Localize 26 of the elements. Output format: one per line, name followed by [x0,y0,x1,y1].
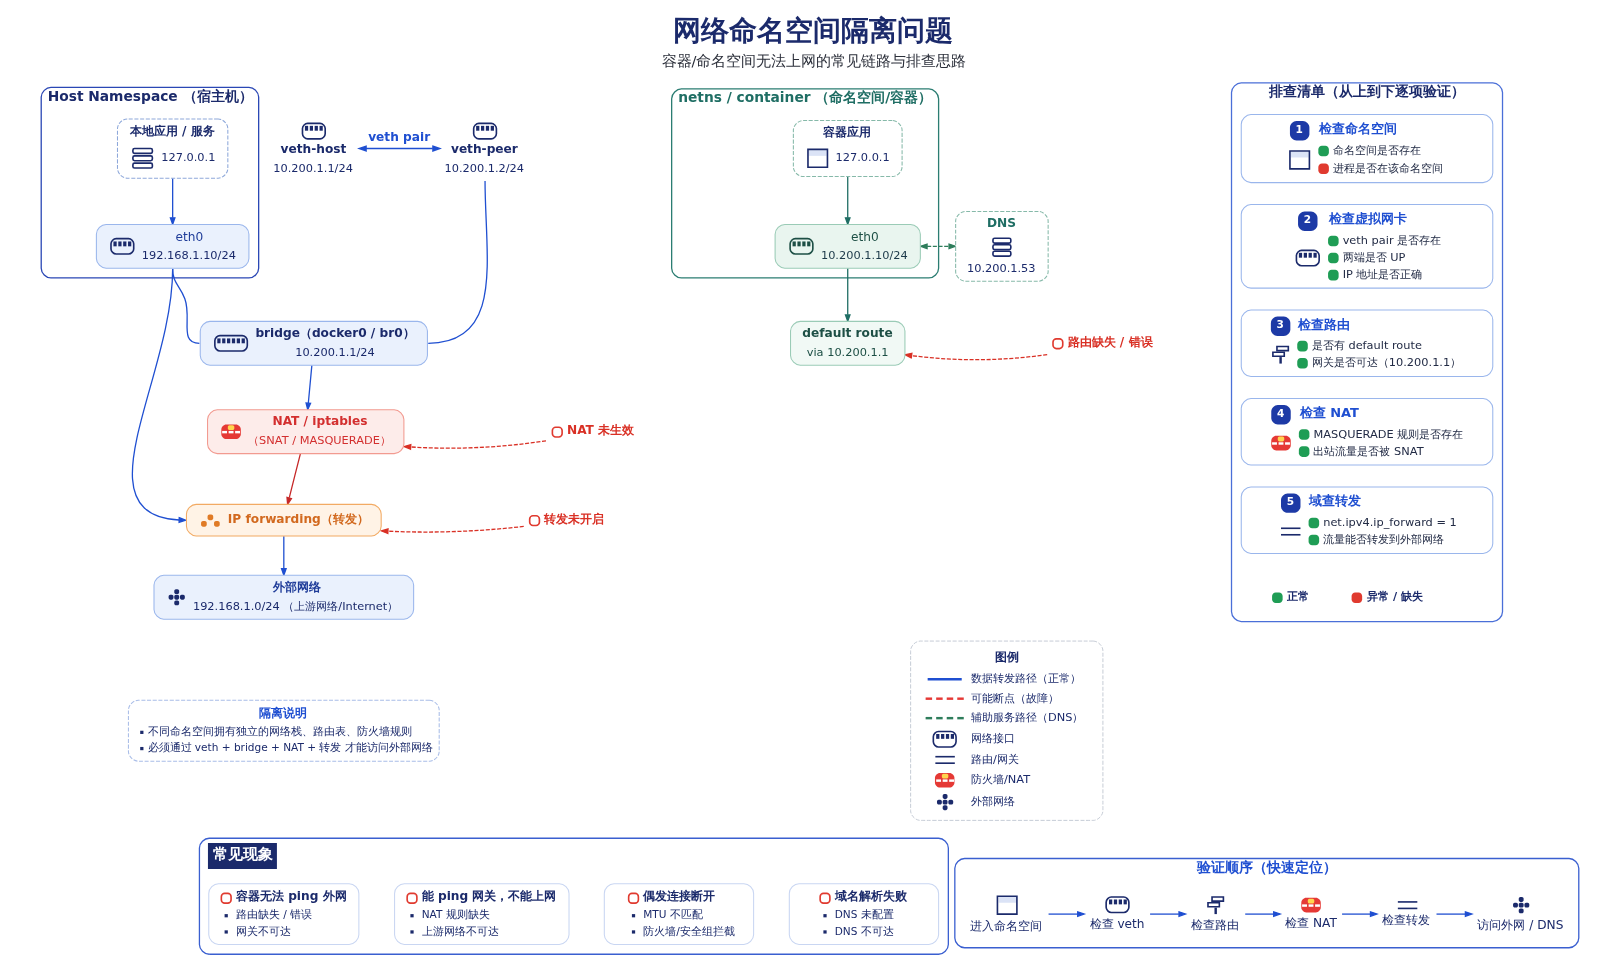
node-label: 10.200.1.1/24 [272,160,353,175]
node-label: 10.200.1.2/24 [443,160,524,175]
legend-label: 数据转发路径（正常） [970,670,1081,685]
legend-label: 网络接口 [970,730,1015,745]
caption: 容器/命名空间无法上网的常见链路与排查思路 [661,51,966,69]
node-label: veth-peer [450,141,518,156]
node-label: 检查 veth [1089,916,1145,931]
node-label: NAT 未生效 [566,422,634,437]
node-label: 进入命名空间 [969,918,1042,933]
label: 图例 [994,649,1019,664]
diagram-title: 网络命名空间隔离问题 [672,13,953,47]
legend-label: 外部网络 [970,793,1015,808]
legend-label: 路由/网关 [970,751,1019,766]
legend-label: 防火墙/NAT [970,771,1030,786]
legend-label: 辅助服务路径（DNS） [970,709,1083,724]
legend-label: 异常 / 缺失 [1366,588,1423,603]
node-label: 转发未开启 [543,511,604,526]
legend-label: 可能断点（故障） [970,690,1059,705]
node-label: 检查转发 [1381,912,1430,927]
legend-label: 正常 [1287,588,1309,603]
node-label: 路由缺失 / 错误 [1067,334,1153,349]
edge-label: veth pair [367,129,430,144]
node-label: 检查路由 [1190,917,1239,932]
node-label: veth-host [280,141,346,156]
node-label: 检查 NAT [1284,915,1337,930]
node-text: 访问外网 / DNS [1476,917,1563,932]
